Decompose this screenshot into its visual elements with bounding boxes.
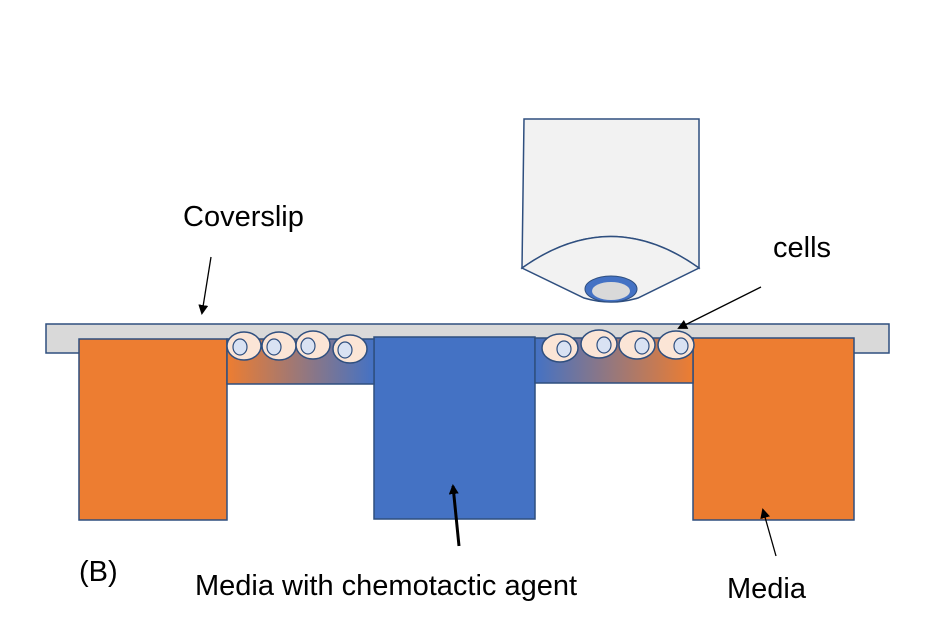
left-media-reservoir — [78, 338, 228, 521]
cells-arrow — [677, 286, 762, 329]
microscope-objective — [520, 118, 701, 303]
cell — [261, 331, 297, 361]
cells-group — [226, 329, 695, 364]
right-media-reservoir — [692, 337, 855, 521]
center-media-label: Media with chemotactic agent — [195, 570, 577, 602]
cell — [226, 331, 262, 361]
cells-label: cells — [773, 232, 831, 264]
panel-label: (B) — [79, 556, 118, 588]
cell — [295, 330, 331, 360]
chemotactic-agent-arrow — [448, 484, 461, 547]
media-arrow — [760, 508, 777, 557]
cell — [618, 330, 656, 360]
cell — [657, 330, 695, 360]
cell — [580, 329, 618, 359]
coverslip-arrow — [198, 256, 212, 315]
coverslip-label: Coverslip — [183, 201, 304, 233]
cell — [332, 334, 368, 364]
cell — [541, 333, 579, 363]
right-media-label: Media — [727, 573, 807, 605]
